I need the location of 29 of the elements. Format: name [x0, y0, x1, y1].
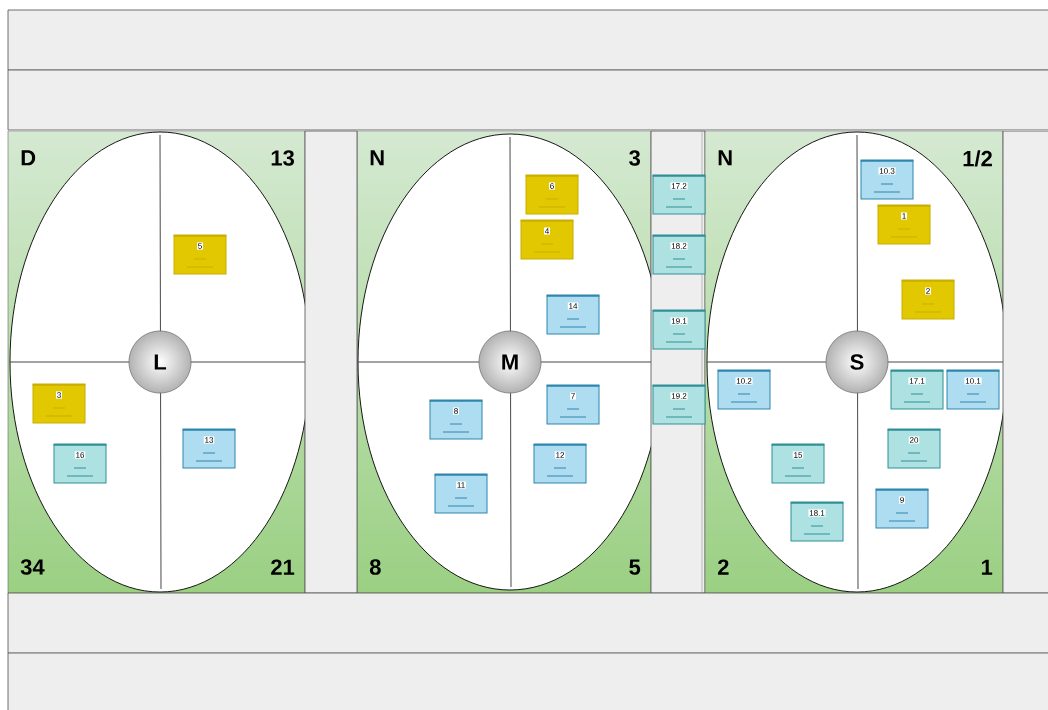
band [304, 130, 358, 594]
sticky-card: 20 [886, 428, 942, 469]
sticky-card: 14 [545, 294, 601, 335]
sticky-card: 3 [31, 383, 87, 424]
sticky-card: 10.3 [859, 159, 915, 200]
sticky-card: 7 [545, 384, 601, 425]
sticky-card: 18.2 [651, 234, 707, 275]
sticky-card: 4 [519, 219, 575, 260]
band [7, 652, 1048, 710]
sticky-card: 16 [52, 443, 108, 484]
sticky-card: 17.1 [889, 369, 945, 410]
band [1002, 130, 1048, 594]
sticky-card: 9 [874, 488, 930, 529]
sticky-card: 12 [532, 443, 588, 484]
sticky-card: 8 [428, 399, 484, 440]
sticky-card: 5 [172, 234, 228, 275]
sticky-card: 17.2 [651, 174, 707, 215]
sticky-card: 10.1 [945, 369, 1001, 410]
sticky-card: 19.1 [651, 309, 707, 350]
sticky-card: 19.2 [651, 384, 707, 425]
sticky-card: 10.2 [716, 369, 772, 410]
sticky-card: 18.1 [789, 501, 845, 542]
sticky-card: 6 [524, 174, 580, 215]
sticky-card: 2 [900, 279, 956, 320]
sticky-card: 15 [770, 443, 826, 484]
sticky-card: 11 [433, 473, 489, 514]
band [7, 9, 1048, 71]
sticky-card: 1 [876, 204, 932, 245]
sticky-card: 13 [181, 428, 237, 469]
